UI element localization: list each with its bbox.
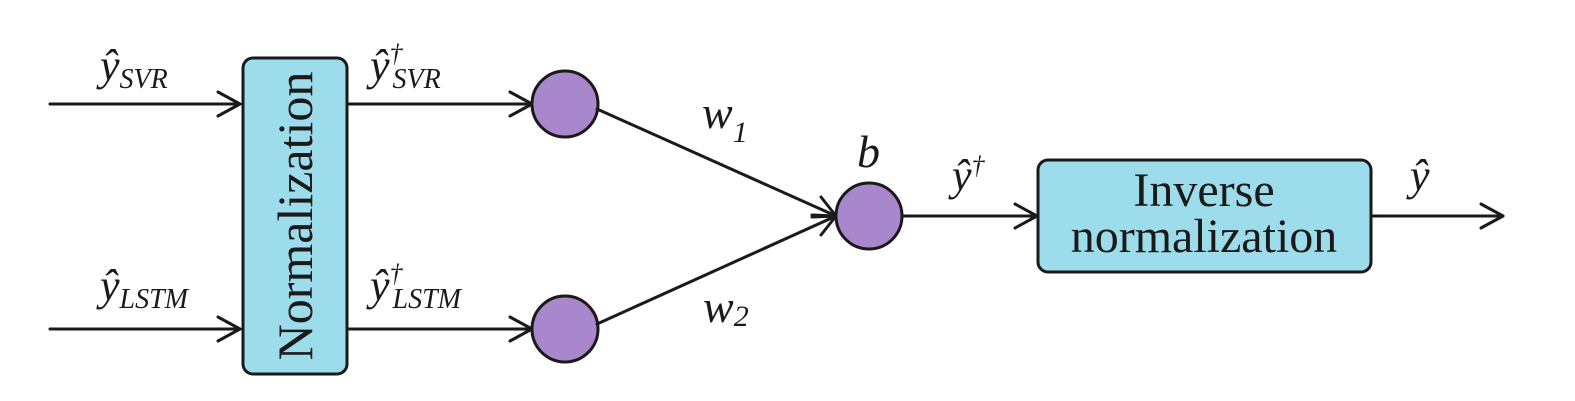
normalization-box: Normalization: [241, 56, 349, 376]
inverse-label-line2: normalization: [1071, 210, 1338, 263]
bias-label: b: [857, 126, 880, 177]
normalized-label-lstm: ŷ†LSTM: [366, 259, 463, 315]
weight-label-w1: w1: [702, 87, 748, 149]
weight-label-w2: w2: [703, 281, 749, 333]
output-label: ŷ: [1406, 151, 1430, 200]
combined-label: ŷ†: [948, 151, 986, 200]
inverse-normalization-box: Inverse normalization: [1036, 158, 1373, 274]
arrowhead-icon: [1479, 202, 1505, 230]
input-node-lstm: [530, 294, 600, 364]
combined-arrow: [900, 202, 1039, 230]
normalized-arrow-svr: [345, 90, 534, 118]
input-label-svr: ŷSVR: [96, 41, 168, 95]
input-node-svr: [530, 69, 600, 139]
normalized-label-svr: ŷ†SVR: [366, 39, 441, 95]
normalization-label: Normalization: [267, 72, 323, 361]
output-node: [834, 181, 904, 251]
input-arrow-lstm: [48, 315, 242, 343]
output-arrow: [1369, 202, 1505, 230]
arrowhead-icon: [216, 90, 242, 118]
inverse-label-line1: Inverse: [1133, 164, 1274, 217]
arrowhead-icon: [216, 315, 242, 343]
input-arrow-svr: [48, 90, 242, 118]
input-label-lstm: ŷLSTM: [96, 261, 190, 315]
normalized-arrow-lstm: [345, 315, 534, 343]
